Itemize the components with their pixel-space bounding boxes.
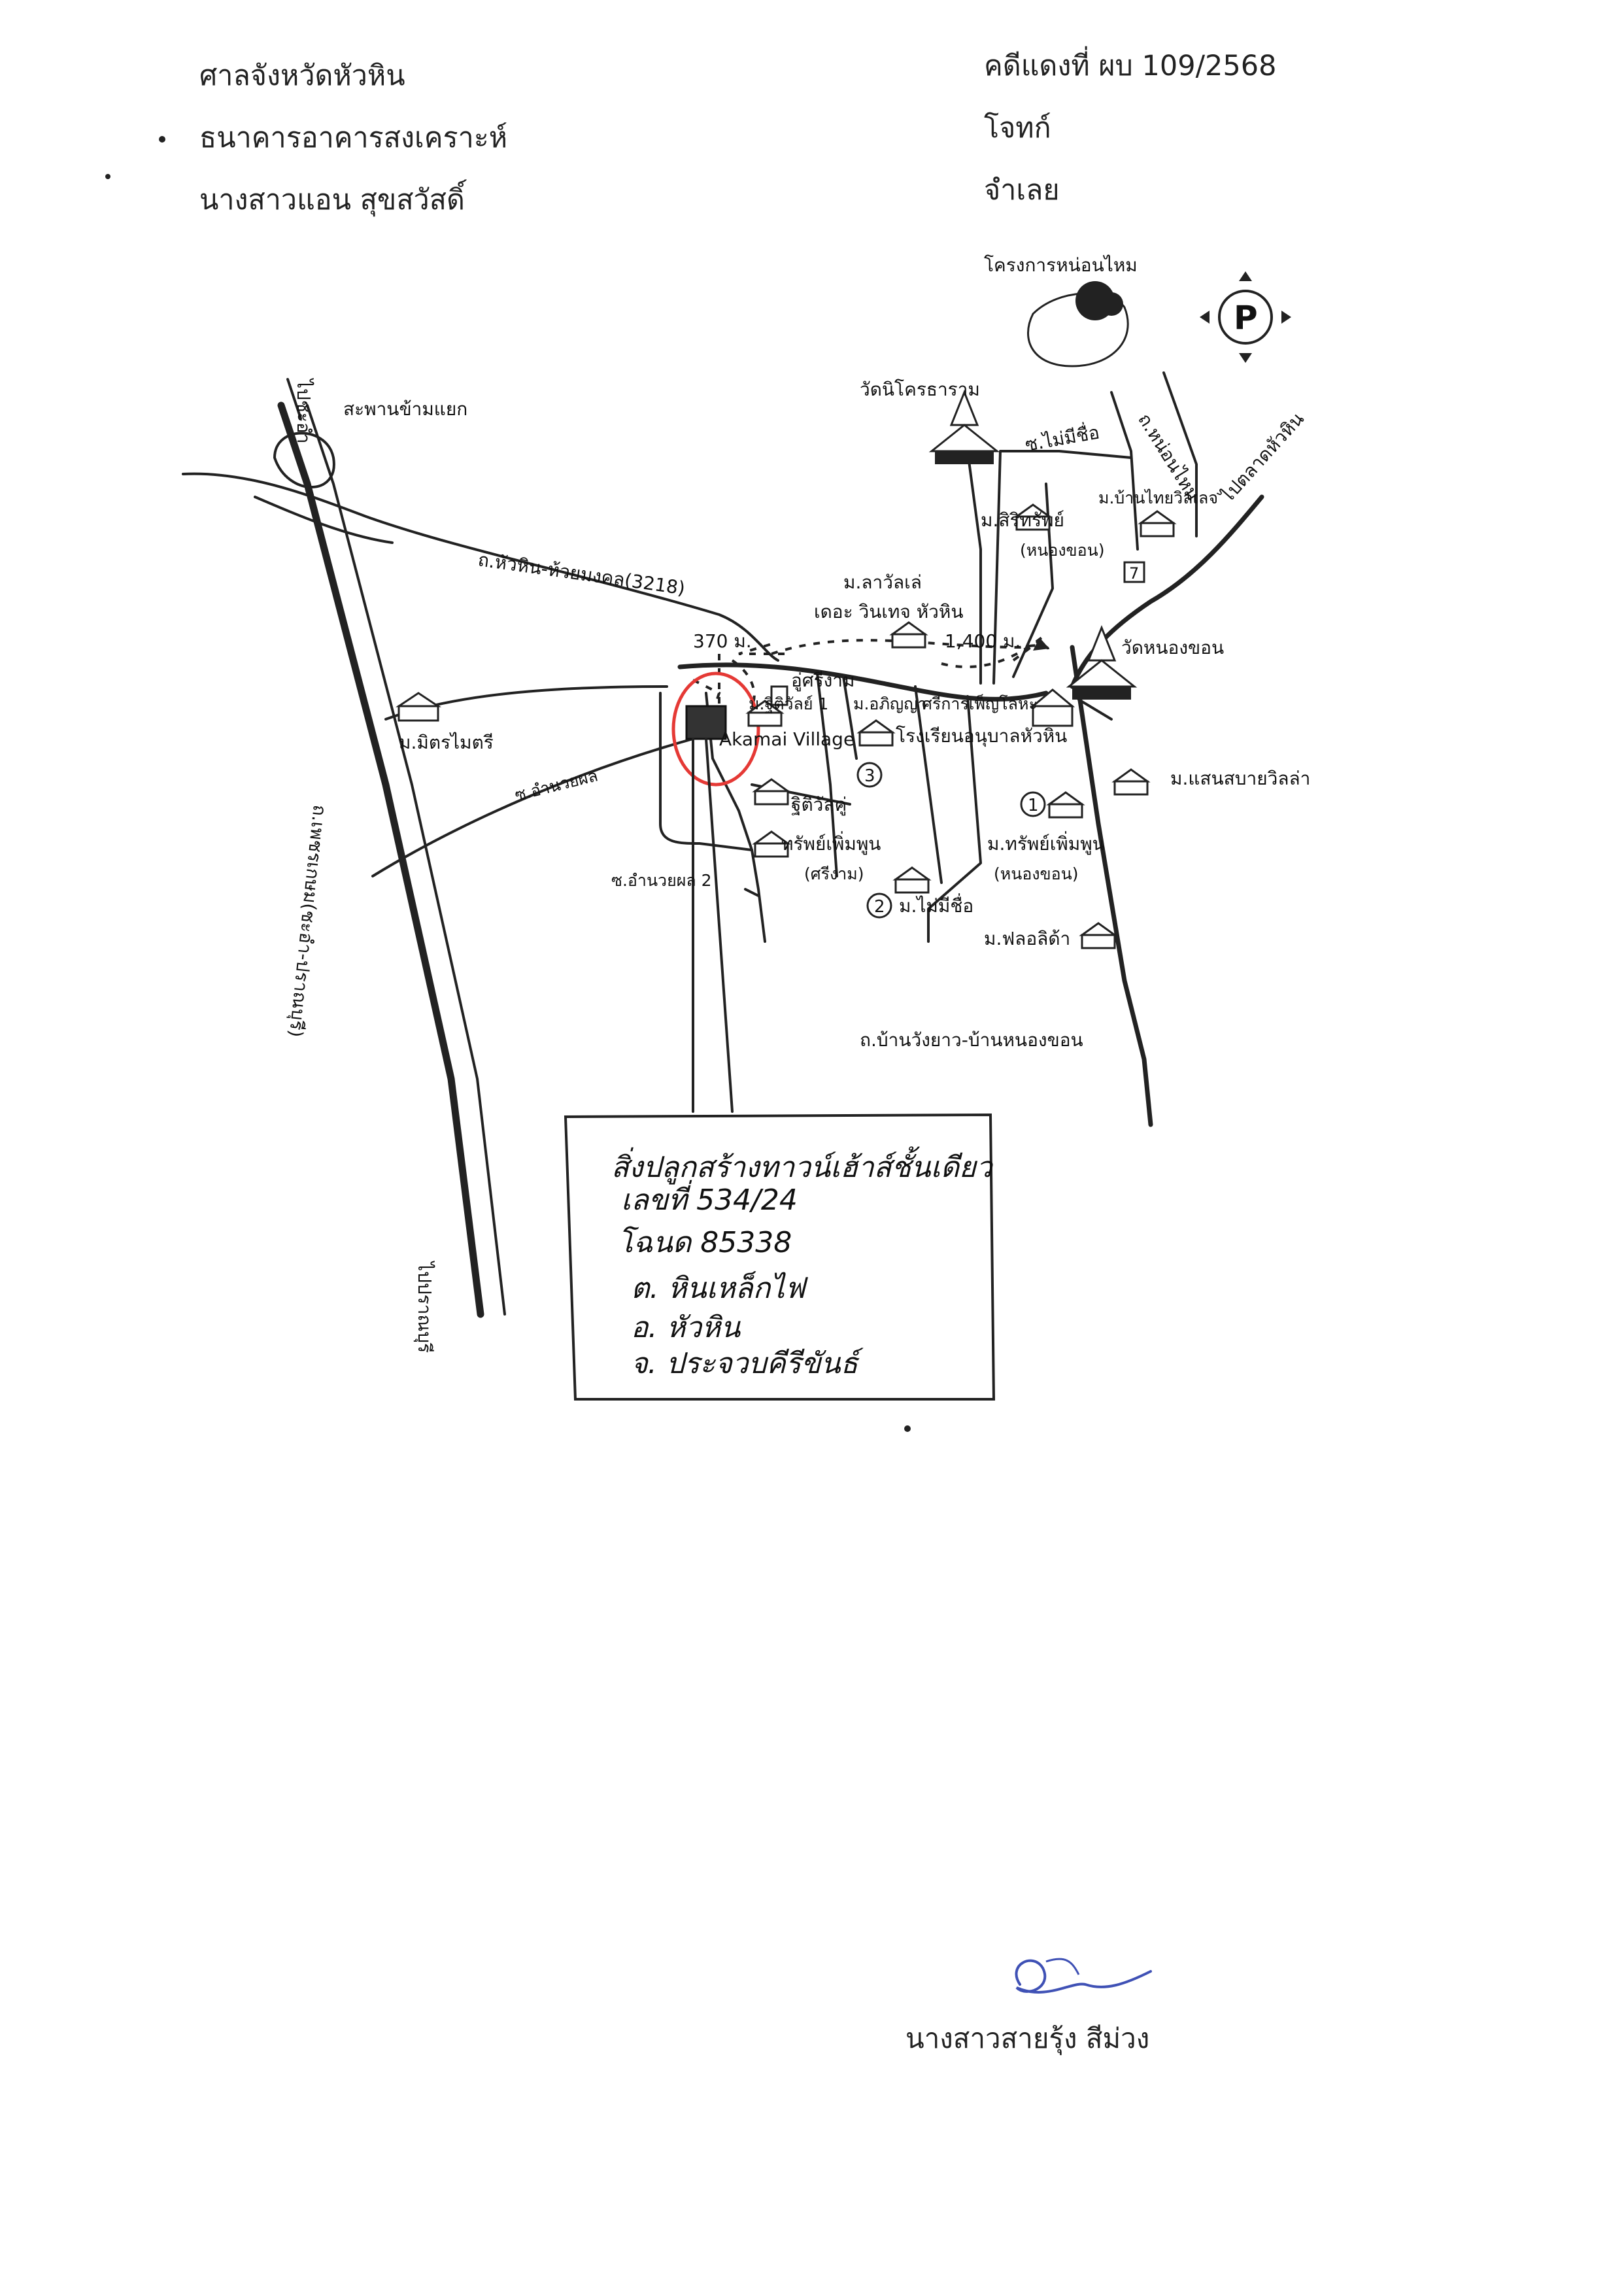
nong-hoi-lake: [1027, 281, 1129, 367]
label-soi-amnuayphon-2: ซ.อำนวยผล 2: [611, 871, 712, 890]
label-ruthiwat-1: ม.ฐิติวัลย์ 1: [749, 694, 828, 713]
house-icon: [1013, 503, 1053, 531]
label-to-pran: ไปปราณบุรี: [413, 1261, 435, 1353]
label-no-name-2: ม.ไม่มีชื่อ: [899, 893, 973, 917]
court-name: ศาลจังหวัดหัวหิน: [199, 60, 405, 92]
leader-lines: [692, 738, 734, 1113]
main-road-east: [677, 662, 1049, 702]
label-phan-factory: ศรีการเพ็ญโลหะ: [922, 694, 1038, 713]
house-icon: [1046, 791, 1085, 819]
road-east-spur: [1077, 698, 1113, 721]
stray-dot: [904, 1425, 911, 1432]
label-saensabai: ม.แสนสบายวิลล่า: [1170, 768, 1310, 789]
soi-amnuayphon-road: [371, 738, 694, 877]
marker-circle-3: [856, 762, 883, 788]
case-number: คดีแดงที่ ผบ 109/2568: [984, 50, 1277, 82]
plaintiff-name: ธนาคารอาคารสงเคราะห์: [199, 122, 508, 154]
header-dot: [105, 174, 110, 179]
label-sapphoem-nong: ม.ทรัพย์เพิ่มพูน: [987, 831, 1105, 855]
label-aphinya: ม.อภิญญา: [853, 694, 927, 713]
house-icon: [396, 692, 441, 722]
marker-circle-2: [866, 892, 892, 919]
label-akamai: Akamai Village: [719, 728, 854, 750]
house-icon: [752, 830, 791, 858]
svg-text:P: P: [1234, 299, 1258, 337]
compass-icon: P: [1200, 271, 1291, 363]
handwritten-line-3: โฉนด 85338: [618, 1226, 792, 1259]
convenience-store-icon: 7: [1129, 564, 1139, 583]
label-ban-thai-villa: ม.บ้านไทยวิลเลจ: [1098, 488, 1218, 507]
defendant-name: นางสาวแอน สุขสวัสดิ์: [199, 184, 465, 216]
label-sapphoem-nong-sub: (หนองขอน): [994, 864, 1079, 883]
marker-circle-1: [1020, 791, 1046, 817]
handwritten-line-5: อ. หัวหิน: [631, 1311, 741, 1344]
label-sirisap-sub: (หนองขอน): [1020, 541, 1105, 560]
label-to-cha-am: ไปชะอำ: [293, 378, 314, 443]
arrow-head: [1033, 638, 1049, 651]
handwritten-line-4: ต. หินเหล็กไฟ: [631, 1271, 808, 1305]
label-soi-amnuayphon: ซ.อำนวยผล: [513, 766, 600, 805]
label-sapphoem-srigam-sub: (ศรีงาม): [804, 864, 864, 883]
label-phetkasem: ถ.เพชรเกษม(ชะอำ-ปราณบุรี): [284, 804, 331, 1038]
plaintiff-role: โจทก์: [984, 112, 1051, 144]
house-icon: [745, 700, 785, 727]
signer-name: นางสาวสายรุ้ง สีม่วง: [905, 2022, 1150, 2054]
label-wat-nikhom: วัดนิโครธาราม: [860, 379, 980, 400]
defendant-role: จำเลย: [984, 174, 1060, 207]
handwritten-box: สิ่งปลูกสร้างทาวน์เฮ้าส์ชั้นเดียว เลขที่…: [564, 1113, 996, 1401]
highlight-circle: [671, 672, 760, 787]
road-3218: [182, 472, 779, 662]
marker-number-1: 1: [1028, 796, 1039, 815]
house-icon: [1138, 510, 1177, 537]
label-nong-hoi-project: โครงการหน่อนไหม: [984, 254, 1138, 276]
house-icon: [1111, 768, 1151, 796]
label-dist-1400: 1,400 ม.: [945, 630, 1021, 652]
header-dot: [159, 136, 165, 143]
label-dist-370: 370 ม.: [693, 630, 752, 652]
label-school: โรงเรียนอนุบาลหัวหิน: [896, 725, 1067, 747]
handwritten-line-2: เลขที่ 534/24: [621, 1180, 798, 1217]
label-the-vintage: เดอะ วินเทจ หัวหิน: [814, 601, 963, 622]
local-roads: [659, 672, 982, 943]
house-icon: [752, 778, 791, 806]
garage-icon: [770, 685, 788, 706]
label-road-3218: ถ.หัวหิน-ห้วยมงคล(3218): [477, 549, 686, 599]
label-mit-maitri: ม.มิตรไมตรี: [399, 732, 494, 753]
temple-icon: [1066, 624, 1138, 700]
house-icon: [856, 719, 896, 747]
house-icon: [1079, 922, 1118, 949]
marker-number-2: 2: [874, 897, 885, 917]
label-overpass: สะพานข้ามแยก: [343, 398, 467, 420]
road-3218-lower: [254, 496, 394, 544]
handwritten-line-1: สิ่งปลูกสร้างทาวน์เฮ้าส์ชั้นเดียว: [611, 1146, 994, 1185]
label-floridea: ม.ฟลอลิด้า: [984, 928, 1070, 949]
signature-mark: [1015, 1958, 1152, 1994]
marker-number-3: 3: [864, 766, 875, 786]
handwritten-line-6: จ. ประจวบคีรีขันธ์: [631, 1347, 864, 1380]
label-wat-nong-khon: วัดหนองขอน: [1121, 637, 1224, 658]
target-plot: [685, 705, 727, 740]
temple-icon: [928, 389, 1000, 464]
house-icon: [889, 621, 928, 649]
overpass-interchange: [273, 378, 335, 488]
road-wang-yao: [1070, 645, 1153, 1127]
label-ruthiwat-kum: ฐิติวัลคู่: [790, 794, 847, 816]
label-road-wang-yao: ถ.บ้านวังยาว-บ้านหนองขอน: [860, 1029, 1083, 1051]
label-to-hua-hin-market: ไปตลาดหัวหิน: [1215, 408, 1308, 507]
label-sirisap: ม.สิริทรัพย์: [981, 509, 1064, 531]
label-u-sri-ngam: อู่ศรีงาม: [791, 670, 854, 692]
house-icon: [892, 866, 932, 894]
phetkasem-highway: [277, 401, 506, 1318]
label-lavalle: ม.ลาวัลเล่: [843, 571, 922, 593]
school-icon: [1030, 688, 1075, 727]
dashed-approach: [692, 654, 756, 713]
convenience-store-icon: [1123, 561, 1145, 583]
label-sapphoem-srigam: ทรัพย์เพิ่มพูน: [781, 831, 881, 855]
